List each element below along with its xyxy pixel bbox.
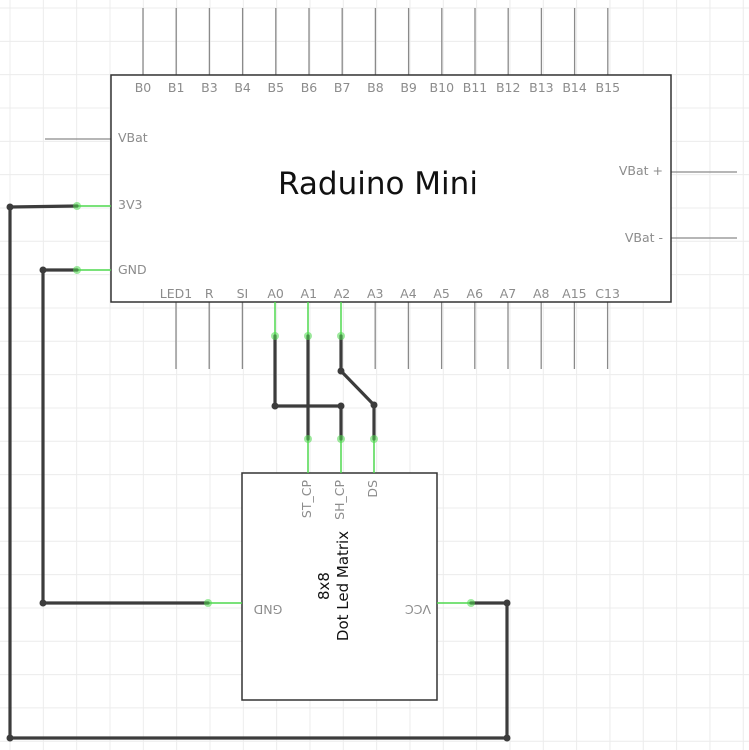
pin-label-b0: B0 [135, 80, 152, 95]
pin-label-gnd: GND [118, 262, 147, 277]
part-raduino-mini[interactable]: Raduino Mini B0 B1 B3 B4 B5 B6 B7 B8 B9 B10 B11 B12… [110, 74, 672, 303]
bendpoint[interactable] [39, 266, 47, 274]
bendpoint[interactable] [39, 599, 47, 607]
pin-label-r: R [205, 286, 214, 301]
pin-label-matrix-vcc: VCC [405, 602, 431, 617]
pin-label-b7: B7 [334, 80, 351, 95]
pin-label-b12: B12 [496, 80, 520, 95]
pin-endpoint [337, 332, 345, 340]
mcu-top-pin-labels: B0 B1 B3 B4 B5 B6 B7 B8 B9 B10 B11 B12 B13 B14 B15 [135, 80, 620, 95]
pin-label-b6: B6 [301, 80, 318, 95]
bendpoint[interactable] [271, 402, 279, 410]
pin-endpoint [467, 599, 475, 607]
mcu-pin-lines [45, 8, 737, 369]
pin-label-b3: B3 [201, 80, 218, 95]
pin-label-a8: A8 [533, 286, 550, 301]
bendpoint[interactable] [337, 367, 345, 375]
pin-label-3v3: 3V3 [118, 197, 142, 212]
part-dot-led-matrix[interactable]: 8x8 Dot Led Matrix ST_CP SH_CP DS GND VC… [241, 472, 438, 701]
pin-label-b8: B8 [367, 80, 384, 95]
bendpoint[interactable] [6, 734, 14, 742]
pin-endpoint [370, 435, 378, 443]
pin-endpoint [73, 266, 81, 274]
matrix-title-line1: 8x8 [315, 572, 333, 600]
pin-endpoint [73, 202, 81, 210]
pin-label-a2: A2 [334, 286, 351, 301]
wire-bendpoints [6, 203, 511, 742]
pin-endpoint [304, 435, 312, 443]
pin-endpoint [271, 332, 279, 340]
wire-a2-to-ds[interactable] [339, 334, 376, 441]
pin-label-vbat: VBat [118, 130, 148, 145]
pin-label-b9: B9 [400, 80, 417, 95]
pin-label-a15: A15 [562, 286, 586, 301]
pin-label-b1: B1 [168, 80, 185, 95]
bendpoint[interactable] [503, 734, 511, 742]
pin-label-sh-cp: SH_CP [332, 480, 347, 520]
wires [8, 204, 509, 740]
pin-label-a4: A4 [400, 286, 417, 301]
pin-endpoint [304, 332, 312, 340]
pin-label-led1: LED1 [160, 286, 192, 301]
pin-label-vbat-minus: VBat - [625, 230, 663, 245]
pin-label-a3: A3 [367, 286, 384, 301]
pin-label-vbat-plus: VBat + [619, 163, 663, 178]
pin-label-b10: B10 [430, 80, 455, 95]
bendpoint[interactable] [503, 599, 511, 607]
pin-label-b11: B11 [463, 80, 487, 95]
pin-label-b14: B14 [562, 80, 587, 95]
pin-label-b5: B5 [268, 80, 285, 95]
pin-endpoint [337, 435, 345, 443]
wire-gnd-to-gnd[interactable] [41, 268, 210, 605]
pin-label-b4: B4 [234, 80, 251, 95]
raduino-mini-title: Raduino Mini [278, 166, 478, 202]
pin-label-a6: A6 [467, 286, 484, 301]
bendpoint[interactable] [370, 401, 378, 409]
pin-endpoints [73, 202, 475, 607]
pin-label-a7: A7 [500, 286, 517, 301]
dot-led-matrix-body[interactable] [241, 472, 438, 701]
pin-label-st-cp: ST_CP [299, 480, 314, 519]
wire-3v3-to-vcc[interactable] [8, 204, 509, 740]
pin-label-a1: A1 [301, 286, 318, 301]
pin-label-b13: B13 [529, 80, 553, 95]
bendpoint[interactable] [337, 402, 345, 410]
bendpoint[interactable] [6, 203, 14, 211]
pin-label-c13: C13 [595, 286, 620, 301]
pin-label-a5: A5 [433, 286, 450, 301]
matrix-title-line2: Dot Led Matrix [334, 531, 352, 641]
pin-label-a0: A0 [267, 286, 284, 301]
pin-label-ds: DS [365, 480, 380, 498]
pin-label-matrix-gnd: GND [254, 602, 283, 617]
pin-label-si: SI [237, 286, 249, 301]
pin-endpoint [204, 599, 212, 607]
raduino-mini-body[interactable] [110, 74, 672, 303]
mcu-bottom-pin-labels: LED1 R SI A0 A1 A2 A3 A4 A5 A6 A7 A8 A15 C13 [160, 286, 620, 301]
connected-pins [77, 205, 471, 604]
pin-label-b15: B15 [596, 80, 620, 95]
